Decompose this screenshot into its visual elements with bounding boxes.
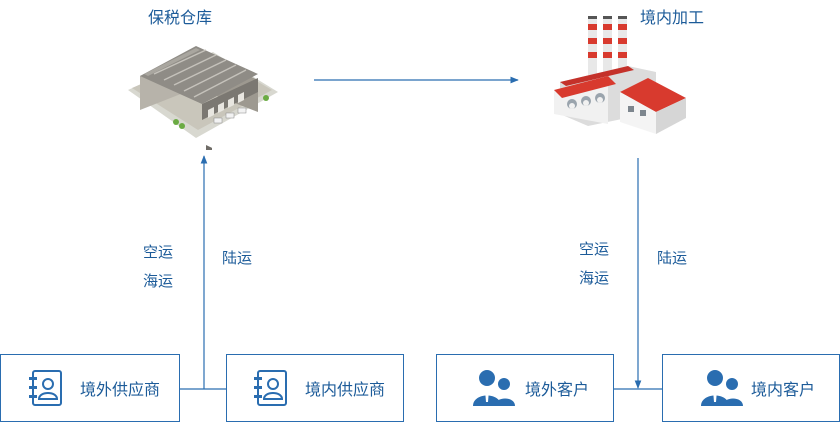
overseas-customer-box: 境外客户 — [436, 354, 614, 422]
warehouse-icon — [128, 46, 278, 150]
right-overseas-mode-air: 空运 — [579, 240, 610, 258]
domestic-supplier-label: 境内供应商 — [305, 380, 386, 399]
domestic-customer-label: 境内客户 — [751, 380, 816, 399]
warehouse-title: 保税仓库 — [148, 8, 213, 27]
left-overseas-mode-air: 空运 — [143, 243, 174, 261]
left-domestic-mode-land: 陆运 — [222, 249, 253, 267]
factory-title: 境内加工 — [640, 8, 705, 27]
contact-card-icon — [254, 370, 287, 406]
overseas-customer-label: 境外客户 — [525, 380, 590, 399]
contact-card-icon — [29, 370, 62, 406]
right-overseas-mode-sea: 海运 — [579, 269, 610, 287]
left-overseas-mode-sea: 海运 — [143, 272, 174, 290]
overseas-supplier-label: 境外供应商 — [80, 380, 161, 399]
domestic-customer-box: 境内客户 — [662, 354, 840, 422]
people-icon — [701, 370, 743, 406]
factory-icon — [554, 16, 686, 134]
domestic-supplier-box: 境内供应商 — [226, 354, 404, 422]
right-domestic-mode-land: 陆运 — [657, 249, 688, 267]
people-icon — [473, 370, 515, 406]
overseas-supplier-box: 境外供应商 — [0, 354, 180, 422]
